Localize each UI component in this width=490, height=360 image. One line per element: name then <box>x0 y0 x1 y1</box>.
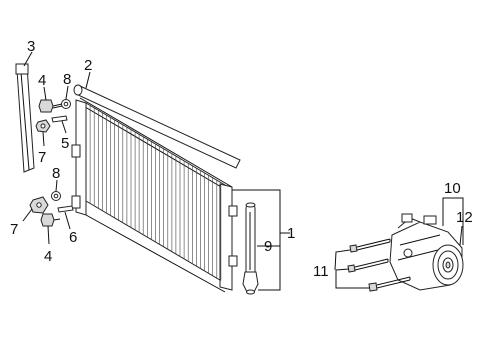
callout-6: 6 <box>69 229 77 246</box>
callout-11: 11 <box>313 263 329 280</box>
callout-9: 9 <box>264 238 272 255</box>
condenser-assembly <box>71 97 238 293</box>
washer-upper <box>61 99 71 109</box>
washer-lower <box>51 191 61 201</box>
callout-1: 1 <box>287 225 295 242</box>
callout-4-lower: 4 <box>44 248 52 265</box>
compressor-bolt-2 <box>347 258 389 273</box>
callout-8-upper: 8 <box>63 71 71 88</box>
callout-labels: 1 2 3 4 8 5 7 8 6 7 4 9 10 11 12 <box>10 38 473 280</box>
compressor-bolt-3 <box>368 276 411 292</box>
nut-upper <box>35 119 51 133</box>
receiver-drier <box>242 202 259 295</box>
callout-7-upper: 7 <box>38 149 46 166</box>
callout-8-lower: 8 <box>52 165 60 182</box>
callout-5: 5 <box>61 135 69 152</box>
callout-2: 2 <box>84 57 92 74</box>
callout-12: 12 <box>456 209 473 226</box>
callout-7-lower: 7 <box>10 221 18 238</box>
pin-upper <box>51 115 68 123</box>
condenser-fins <box>89 105 222 281</box>
compressor-bolt-1 <box>349 238 391 253</box>
leader-lines <box>22 51 464 291</box>
compressor-clutch-pulley <box>432 244 464 286</box>
callout-3: 3 <box>27 38 35 55</box>
pin-lower <box>57 205 74 213</box>
side-seal <box>15 63 35 173</box>
upper-seal-strip <box>73 84 241 169</box>
bolt-lower <box>40 213 61 227</box>
nut-lower <box>29 196 49 214</box>
callout-4-upper: 4 <box>38 72 46 89</box>
callout-10: 10 <box>444 180 461 197</box>
bolt-upper <box>38 99 63 113</box>
